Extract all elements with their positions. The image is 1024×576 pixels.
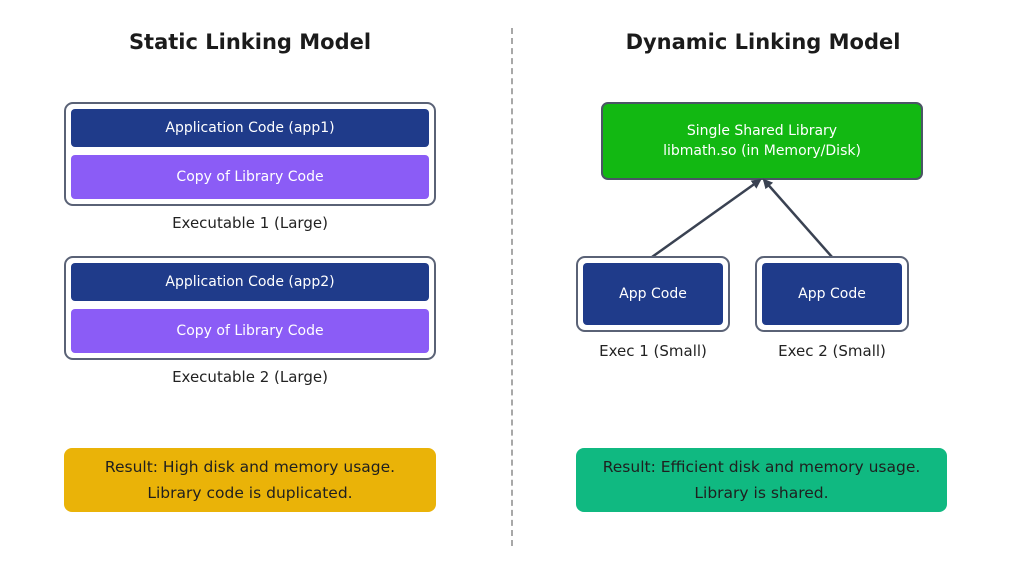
- dynamic-executable-1: App Code: [576, 256, 730, 332]
- dynamic-result-line-2: Library is shared.: [694, 484, 829, 502]
- arrow-exec2-to-library: [762, 178, 833, 258]
- dynamic-result-box: Result: Efficient disk and memory usage.…: [576, 448, 947, 512]
- arrow-exec1-to-library: [651, 178, 762, 259]
- library-copy-block: Copy of Library Code: [71, 155, 429, 199]
- shared-library-box: Single Shared Library libmath.so (in Mem…: [601, 102, 923, 180]
- static-result-line-1: Result: High disk and memory usage.: [104, 458, 396, 476]
- shared-library-name: Single Shared Library: [686, 123, 838, 139]
- static-executable-2: Application Code (app2) Copy of Library …: [64, 256, 436, 360]
- static-result-box: Result: High disk and memory usage. Libr…: [64, 448, 436, 512]
- static-executable-1: Application Code (app1) Copy of Library …: [64, 102, 436, 206]
- dynamic-executable-2: App Code: [755, 256, 909, 332]
- shared-library-file: libmath.so (in Memory/Disk): [663, 143, 861, 159]
- dynamic-executable-2-caption: Exec 2 (Small): [778, 342, 886, 360]
- app-code-block: App Code: [762, 263, 902, 325]
- dynamic-executable-1-caption: Exec 1 (Small): [599, 342, 707, 360]
- static-executable-1-caption: Executable 1 (Large): [172, 214, 328, 232]
- static-executable-2-caption: Executable 2 (Large): [172, 368, 328, 386]
- library-copy-block: Copy of Library Code: [71, 309, 429, 353]
- application-code-block: Application Code (app2): [71, 263, 429, 301]
- static-model-title: Static Linking Model: [128, 30, 372, 54]
- application-code-block: Application Code (app1): [71, 109, 429, 147]
- static-result-line-2: Library code is duplicated.: [147, 484, 353, 502]
- dynamic-model-title: Dynamic Linking Model: [625, 30, 901, 54]
- dynamic-result-line-1: Result: Efficient disk and memory usage.: [602, 458, 921, 476]
- section-divider: [511, 28, 513, 546]
- app-code-block: App Code: [583, 263, 723, 325]
